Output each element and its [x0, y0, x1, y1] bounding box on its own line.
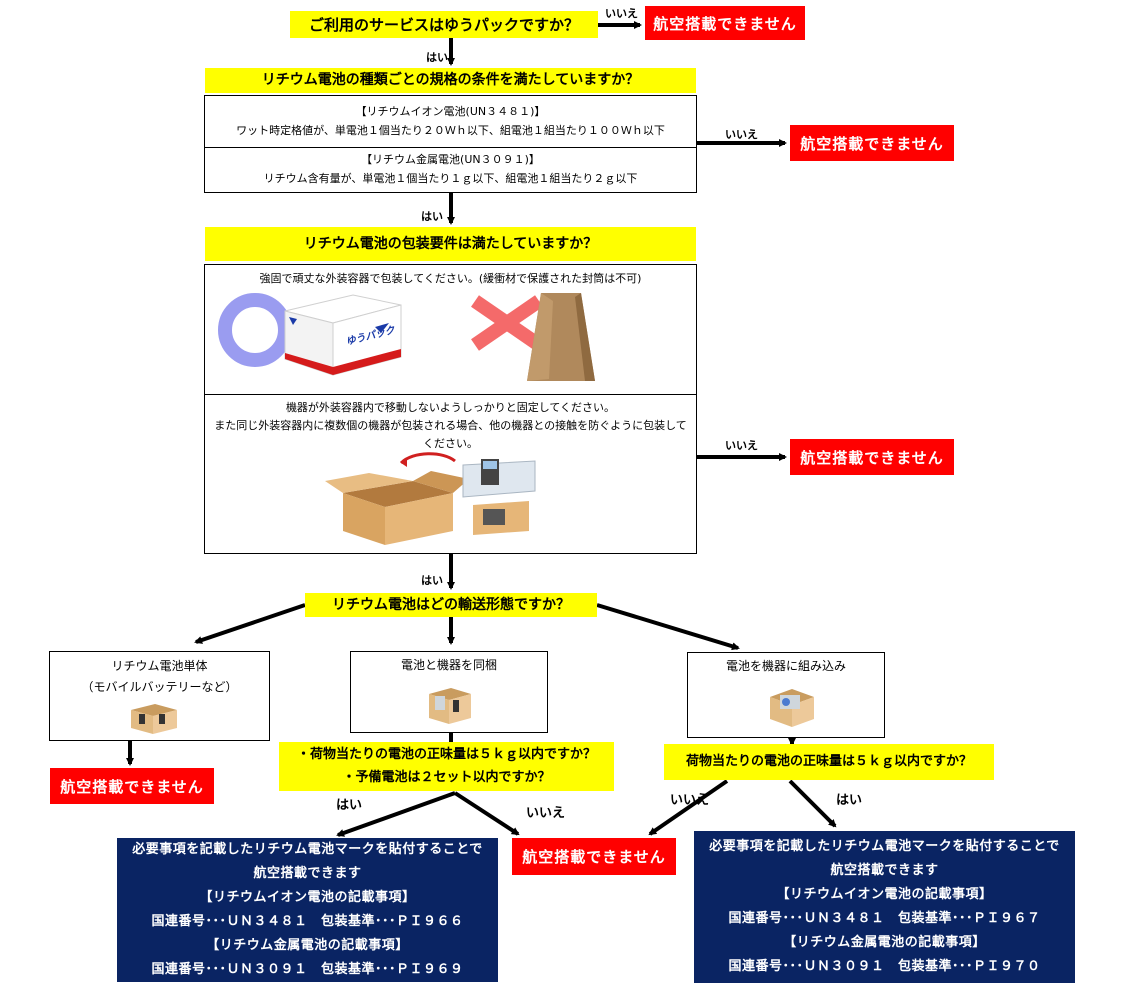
option-installed-in-device: 電池を機器に組み込み [687, 652, 885, 738]
question-installed-text: 荷物当たりの電池の正味量は５ｋｇ以内ですか？ [685, 753, 972, 769]
label-yes: はい [421, 574, 443, 587]
paper-bag-image [527, 293, 595, 381]
packaging-outer-text: 強固で頑丈な外装容器で包装してください。(緩衝材で保護された封筒は不可) [259, 272, 642, 285]
result-right-line2: 航空搭載できます [830, 862, 939, 878]
reject-box: 航空搭載できません [512, 838, 676, 875]
result-left-line3: 【リチウムイオン電池の記載事項】 [199, 889, 416, 905]
reject-box: 航空搭載できません [790, 439, 954, 475]
result-packed-allowed: 必要事項を記載したリチウム電池マークを貼付することで 航空搭載できます 【リチウ… [117, 838, 498, 982]
question-yu-pack: ご利用のサービスはゆうパックですか？ [290, 11, 598, 38]
reject-text: 航空搭載できません [800, 134, 944, 153]
reject-text: 航空搭載できません [653, 14, 797, 33]
question-packaging: リチウム電池の包装要件は満たしていますか？ [205, 227, 696, 261]
packaging-secure-line3: ください。 [423, 437, 478, 451]
packaging-secure-line1: 機器が外装容器内で移動しないようしっかりと固定してください。 [285, 401, 616, 414]
question-packaging-text: リチウム電池の包装要件は満たしていますか？ [303, 235, 598, 252]
label-no: いいえ [605, 7, 638, 20]
reject-box: 航空搭載できません [645, 6, 805, 40]
reject-text: 航空搭載できません [60, 777, 204, 796]
result-left-line2: 航空搭載できます [253, 865, 362, 881]
result-right-line4: 国連番号･･･ＵＮ３４８１ 包装基準･･･ＰＩ９６７ [728, 911, 1041, 926]
packaging-secure-box: 機器が外装容器内で移動しないようしっかりと固定してください。 また同じ外装容器内… [204, 394, 697, 554]
label-no: いいえ [526, 806, 566, 821]
question-spec-text: リチウム電池の種類ごとの規格の条件を満たしていますか？ [261, 72, 640, 89]
spec-ion-text: ワット時定格値が、単電池１個当たり２０Ｗｈ以下、組電池１組当たり１００Ｗｈ以下 [236, 124, 665, 138]
option-packed-with-device: 電池と機器を同梱 [350, 651, 548, 733]
result-left-line5: 【リチウム金属電池の記載事項】 [206, 938, 409, 954]
question-installed-limit: 荷物当たりの電池の正味量は５ｋｇ以内ですか？ [664, 744, 994, 780]
label-no: いいえ [670, 793, 710, 808]
label-yes: はい [336, 798, 363, 813]
result-left-line4: 国連番号･･･ＵＮ３４８１ 包装基準･･･ＰＩ９６６ [151, 914, 464, 929]
arrow-to-single [194, 603, 306, 644]
question-yu-pack-text: ご利用のサービスはゆうパックですか？ [308, 15, 579, 34]
spec-box: 【リチウムイオン電池(UN３４８１)】 ワット時定格値が、単電池１個当たり２０Ｗ… [204, 95, 697, 193]
ng-cross-icon [471, 295, 543, 351]
question-packed-limits: ・荷物当たりの電池の正味量は５ｋｇ以内ですか？ ・予備電池は２セット以内ですか？ [279, 742, 614, 791]
option-single-battery: リチウム電池単体 （モバイルバッテリーなど） [49, 651, 270, 741]
result-right-line3: 【リチウムイオン電池の記載事項】 [776, 886, 993, 902]
arrow-packed-no [453, 791, 520, 836]
reject-text: 航空搭載できません [800, 448, 944, 467]
packing-device-image [325, 452, 536, 545]
installed-box-image [770, 689, 814, 727]
option-single-sub: （モバイルバッテリーなど） [81, 680, 238, 694]
spec-metal-title: 【リチウム金属電池(UN３０９１)】 [361, 152, 540, 166]
label-yes: はい [421, 210, 443, 223]
label-no: いいえ [725, 439, 758, 452]
option-packed-title: 電池と機器を同梱 [400, 658, 497, 672]
packaging-outer-box: 強固で頑丈な外装容器で包装してください。(緩衝材で保護された封筒は不可) ゆうパ… [204, 264, 697, 395]
result-right-line6: 国連番号･･･ＵＮ３０９１ 包装基準･･･ＰＩ９７０ [728, 959, 1041, 975]
yu-pack-box-image [284, 294, 402, 376]
reject-text: 航空搭載できません [522, 848, 666, 866]
arrow-installed-yes [788, 779, 837, 828]
arrow-packed-yes [336, 791, 456, 837]
result-left-line1: 必要事項を記載したリチウム電池マークを貼付することで [132, 841, 483, 857]
result-installed-allowed: 必要事項を記載したリチウム電池マークを貼付することで 航空搭載できます 【リチウ… [694, 831, 1075, 983]
battery-box-image [131, 704, 177, 734]
option-single-title: リチウム電池単体 [111, 659, 208, 673]
question-packed-line2: ・予備電池は２セット以内ですか？ [342, 769, 551, 785]
packed-box-image [429, 688, 471, 724]
label-yes: はい [426, 51, 448, 64]
label-yes: はい [836, 793, 863, 808]
spec-metal-text: リチウム含有量が、単電池１個当たり１ｇ以下、組電池１組当たり２ｇ以下 [263, 171, 638, 185]
arrow-installed-no [648, 779, 729, 836]
spec-ion-title: 【リチウムイオン電池(UN３４８１)】 [355, 105, 546, 118]
question-packed-line1: ・荷物当たりの電池の正味量は５ｋｇ以内ですか？ [296, 746, 596, 762]
label-no: いいえ [725, 128, 758, 141]
arrow-to-installed [596, 603, 740, 651]
reject-box: 航空搭載できません [50, 768, 214, 804]
packaging-secure-line2: また同じ外装容器内に複数個の機器が包装される場合、他の機器との接触を防ぐように包… [214, 419, 687, 433]
question-spec: リチウム電池の種類ごとの規格の条件を満たしていますか？ [205, 68, 696, 93]
reject-box: 航空搭載できません [790, 125, 954, 161]
result-right-line5: 【リチウム金属電池の記載事項】 [783, 935, 986, 951]
question-transport: リチウム電池はどの輸送形態ですか？ [305, 593, 597, 617]
option-installed-title: 電池を機器に組み込み [725, 659, 846, 673]
result-left-line6: 国連番号･･･ＵＮ３０９１ 包装基準･･･ＰＩ９６９ [151, 962, 464, 978]
question-transport-text: リチウム電池はどの輸送形態ですか？ [332, 596, 570, 613]
result-right-line1: 必要事項を記載したリチウム電池マークを貼付することで [709, 838, 1060, 854]
